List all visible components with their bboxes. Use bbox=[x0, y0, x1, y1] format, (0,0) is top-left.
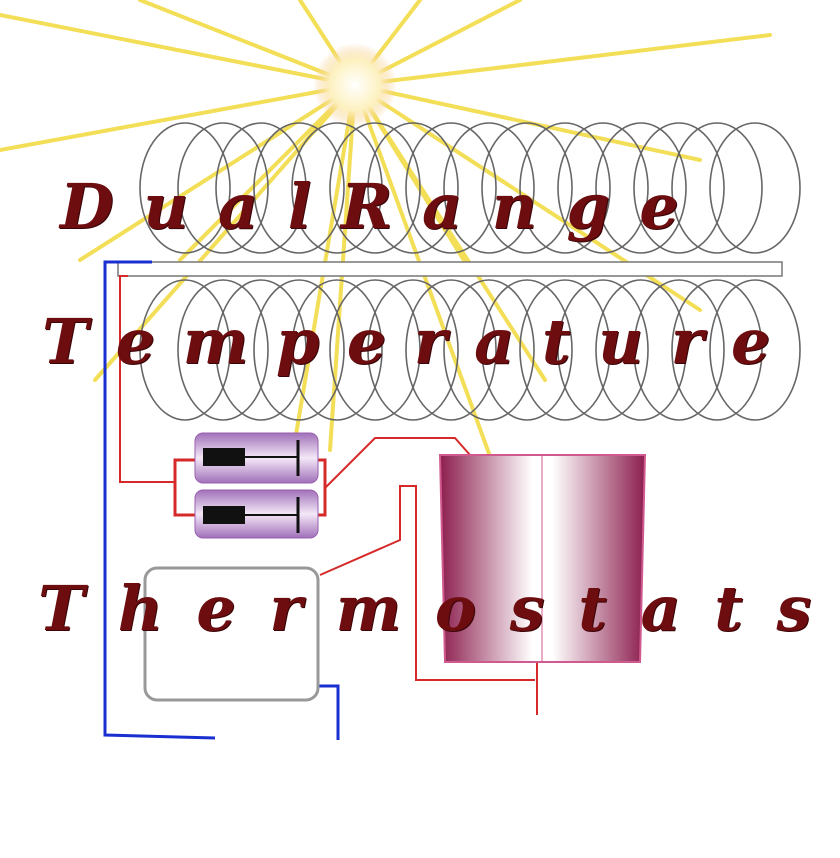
coil-loop bbox=[139, 122, 231, 254]
switch-capsule-2 bbox=[194, 489, 319, 539]
coil-loop bbox=[215, 279, 307, 421]
sun-rays bbox=[0, 0, 772, 472]
coil-loop bbox=[367, 279, 459, 421]
coil-loop bbox=[177, 279, 269, 421]
heating-coil-bottom bbox=[139, 279, 801, 421]
coil-loop bbox=[367, 122, 459, 254]
heating-coil-top bbox=[139, 122, 801, 254]
coil-loop bbox=[177, 122, 269, 254]
coil-loop bbox=[595, 122, 687, 254]
coil-loop bbox=[671, 279, 763, 421]
sun-ray bbox=[0, 13, 357, 87]
coil-loop bbox=[557, 279, 649, 421]
title-line-2: T e m p e r a t u r e bbox=[42, 305, 774, 378]
blue-wire bbox=[103, 260, 216, 740]
blue-wire-2 bbox=[318, 684, 340, 740]
sun-ray bbox=[353, 33, 772, 87]
coil-loop bbox=[633, 122, 725, 254]
coil-loop bbox=[633, 279, 725, 421]
coil-loop bbox=[709, 122, 801, 254]
control-box bbox=[143, 566, 320, 702]
coil-loop bbox=[215, 122, 307, 254]
coil-loop bbox=[557, 122, 649, 254]
red-wire bbox=[119, 275, 175, 483]
sun-icon bbox=[313, 43, 397, 127]
coil-rod bbox=[117, 261, 783, 277]
coil-loop bbox=[519, 122, 611, 254]
coil-loop bbox=[481, 122, 573, 254]
coil-loop bbox=[443, 279, 535, 421]
coil-loop bbox=[519, 279, 611, 421]
coil-loop bbox=[291, 279, 383, 421]
sun-ray bbox=[288, 83, 357, 472]
coil-loop bbox=[481, 279, 573, 421]
red-wire-2 bbox=[324, 437, 471, 489]
sun-ray bbox=[353, 83, 497, 472]
coil-loop bbox=[405, 279, 497, 421]
coil-loop bbox=[405, 122, 497, 254]
coil-loop bbox=[253, 279, 345, 421]
title-line-3: T h e r m o s t a t s bbox=[38, 572, 818, 645]
coil-loop bbox=[329, 279, 421, 421]
coil-loop bbox=[595, 279, 687, 421]
red-wire-3 bbox=[319, 485, 535, 681]
coil-loop bbox=[709, 279, 801, 421]
switch-capsule-1 bbox=[194, 432, 319, 484]
coil-loop bbox=[329, 122, 421, 254]
coil-loop bbox=[671, 122, 763, 254]
coil-loop bbox=[291, 122, 383, 254]
coil-loop bbox=[139, 279, 231, 421]
red-bracket-right bbox=[318, 458, 327, 517]
sun-ray bbox=[0, 83, 357, 152]
red-bracket-left bbox=[173, 458, 195, 517]
coil-loop bbox=[443, 122, 535, 254]
title-line-1: D u a l R a n g e bbox=[60, 170, 683, 243]
coil-loop bbox=[253, 122, 345, 254]
